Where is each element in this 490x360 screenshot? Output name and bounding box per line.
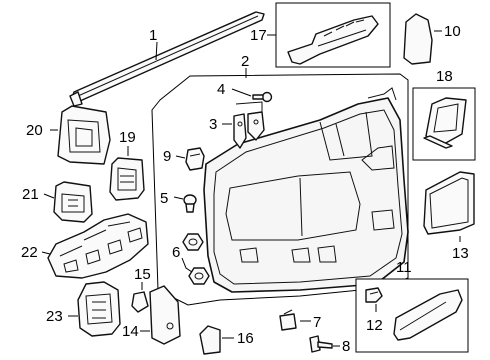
callout-16-number: 16 (237, 330, 254, 347)
callout-3-number: 3 (209, 116, 217, 133)
callout-7-number: 7 (313, 314, 321, 331)
callout-20-number: 20 (26, 122, 43, 139)
callout-6: 6 (172, 244, 193, 273)
callout-7: 7 (300, 314, 321, 331)
callout-11-number: 11 (396, 259, 412, 276)
callout-10: 10 (434, 23, 461, 40)
callout-20: 20 (26, 122, 58, 139)
callout-23-number: 23 (46, 308, 63, 325)
callout-19-number: 19 (119, 129, 136, 146)
part-2-door-trim-panel (203, 87, 409, 293)
callout-22: 22 (21, 244, 51, 261)
part-22-switch-assembly (47, 213, 149, 279)
part-1-weatherstrip (69, 11, 265, 107)
part-6-grommet (182, 233, 210, 285)
part-19-switch (109, 157, 145, 201)
part-5-clip (183, 194, 197, 213)
part-14-trim (149, 285, 181, 345)
callout-18: 18 (436, 68, 453, 85)
callout-14-number: 14 (122, 323, 139, 340)
part-7-connector (279, 309, 297, 331)
callout-5-number: 5 (160, 190, 168, 207)
callout-4: 4 (217, 81, 252, 98)
part-17-box (275, 2, 391, 68)
callout-9-number: 9 (163, 148, 171, 165)
callout-12-number: 12 (366, 317, 383, 334)
callout-2-number: 2 (241, 53, 249, 70)
callout-13: 13 (452, 236, 469, 262)
part-4-screw (252, 91, 273, 103)
callout-1: 1 (149, 27, 158, 61)
callout-1-number: 1 (149, 27, 157, 44)
callout-16: 16 (222, 330, 254, 347)
part-12-clip (365, 287, 383, 303)
callout-13-number: 13 (452, 245, 469, 262)
part-13-grille (423, 171, 475, 235)
callout-4-number: 4 (217, 81, 225, 98)
callout-10-number: 10 (444, 23, 461, 40)
part-15-clip (131, 291, 149, 313)
callout-21-number: 21 (22, 186, 39, 203)
part-8-bolt (309, 335, 333, 353)
part-16-cap (199, 325, 221, 355)
callout-17-number: 17 (250, 27, 267, 44)
callout-23: 23 (46, 308, 78, 325)
callout-17: 17 (250, 27, 276, 44)
callout-5: 5 (160, 190, 184, 207)
callout-8: 8 (333, 338, 350, 355)
callout-3: 3 (209, 116, 232, 133)
part-23-module (77, 281, 121, 337)
callout-15-number: 15 (134, 266, 151, 283)
callout-14: 14 (122, 323, 150, 340)
group-outline-2 (151, 73, 409, 306)
part-20-bezel (57, 105, 111, 165)
part-21-switch-block (53, 181, 93, 223)
callout-9: 9 (163, 148, 186, 165)
callout-12: 12 (366, 304, 383, 334)
callout-6-number: 6 (172, 244, 180, 261)
part-3-bracket (233, 101, 265, 149)
callout-18-number: 18 (436, 68, 453, 85)
part-9-lock-cylinder (185, 147, 205, 171)
callout-8-number: 8 (342, 338, 350, 355)
callout-11: 11 (396, 259, 412, 276)
callout-2: 2 (241, 53, 249, 78)
part-18-box (412, 87, 476, 161)
callout-21: 21 (22, 186, 55, 203)
callout-15: 15 (134, 266, 151, 290)
callout-22-number: 22 (21, 244, 38, 261)
part-10-mirror-cover (403, 13, 433, 65)
callout-19: 19 (119, 129, 136, 156)
